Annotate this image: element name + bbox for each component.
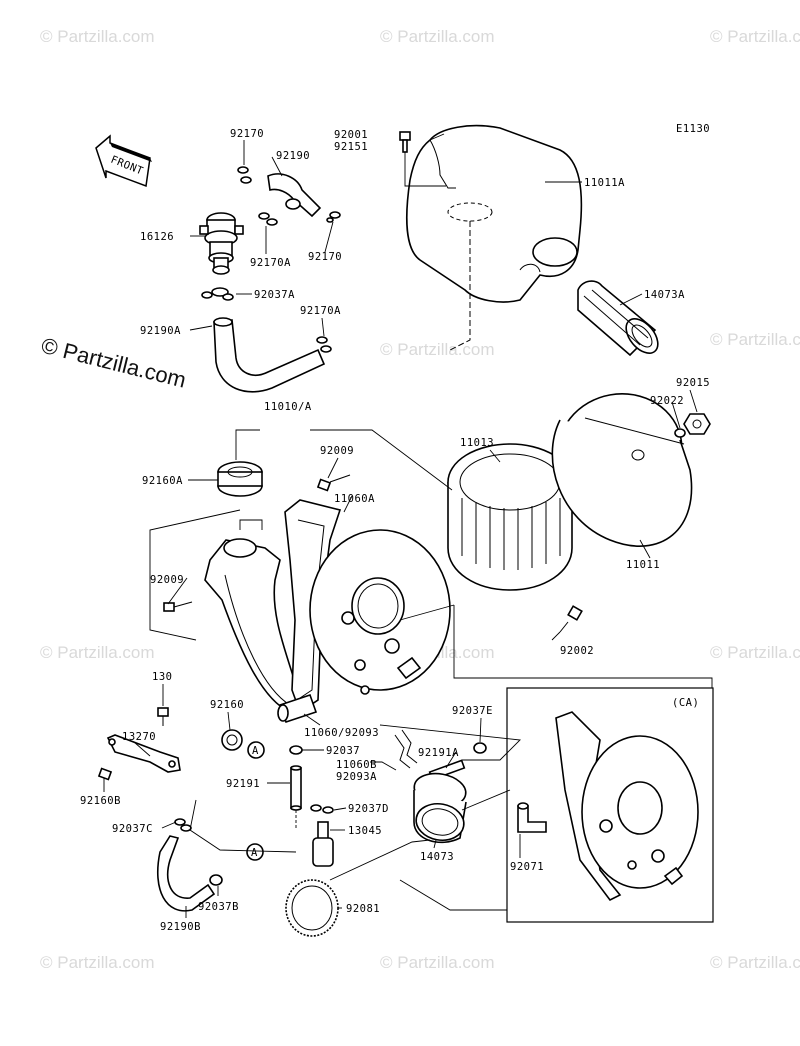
front-arrow-icon: FRONT bbox=[95, 134, 152, 188]
label-92191A: 92191A bbox=[418, 747, 459, 759]
label-92190: 92190 bbox=[276, 150, 310, 162]
label-92191: 92191 bbox=[226, 778, 260, 790]
watermark-11: © Partzilla.com bbox=[710, 953, 800, 972]
clamp-92081 bbox=[285, 879, 339, 937]
valve-16126 bbox=[199, 212, 244, 275]
watermark-4: © Partzilla.com bbox=[380, 340, 495, 359]
duct-14073A bbox=[577, 280, 659, 357]
label-14073A: 14073A bbox=[644, 289, 685, 301]
label-11010A: 11010/A bbox=[264, 401, 312, 413]
watermark-6: © Partzilla.com bbox=[40, 643, 155, 662]
label-11060-92093: 11060/92093 bbox=[304, 727, 379, 739]
label-92037B: 92037B bbox=[198, 901, 239, 913]
label-92071: 92071 bbox=[510, 861, 544, 873]
watermark-1: © Partzilla.com bbox=[40, 27, 155, 46]
bolt-92002 bbox=[559, 605, 583, 633]
label-92022: 92022 bbox=[650, 395, 684, 407]
label-11013: 11013 bbox=[460, 437, 494, 449]
label-11060A: 11060A bbox=[334, 493, 375, 505]
filter-11013 bbox=[447, 443, 573, 591]
label-14073: 14073 bbox=[420, 851, 454, 863]
watermark-10: © Partzilla.com bbox=[380, 953, 495, 972]
label-92037A: 92037A bbox=[254, 289, 295, 301]
label-92037C: 92037C bbox=[112, 823, 153, 835]
cover-11011 bbox=[551, 393, 711, 547]
label-11011A: 11011A bbox=[584, 177, 625, 189]
callout-a-1-label: A bbox=[252, 745, 259, 757]
bracket-13270 bbox=[97, 707, 181, 781]
label-16126: 16126 bbox=[140, 231, 174, 243]
label-92002: 92002 bbox=[560, 645, 594, 657]
label-11060B: 11060B bbox=[336, 759, 377, 771]
duct-14073 bbox=[413, 772, 467, 844]
label-92170A: 92170A bbox=[300, 305, 341, 317]
hose-92190B bbox=[156, 818, 223, 912]
diagram-code: E1130 bbox=[676, 123, 710, 135]
bolt-92009-top bbox=[316, 474, 351, 492]
watermark-9: © Partzilla.com bbox=[40, 953, 155, 972]
grommet-92160 bbox=[221, 729, 243, 751]
label-92170-right: 92170 bbox=[308, 251, 342, 263]
label-13045: 13045 bbox=[348, 825, 382, 837]
label-92015: 92015 bbox=[676, 377, 710, 389]
label-11011: 11011 bbox=[626, 559, 660, 571]
label-92009-top: 92009 bbox=[320, 445, 354, 457]
label-13270: 13270 bbox=[122, 731, 156, 743]
label-92190A: 92190A bbox=[140, 325, 181, 337]
grommet-92160A bbox=[217, 461, 263, 497]
callout-a-2-label: A bbox=[251, 847, 258, 859]
callout-a-2: A bbox=[246, 843, 264, 861]
label-92151: 92151 bbox=[334, 141, 368, 153]
breather-valve-group bbox=[199, 166, 341, 393]
callout-a-1: A bbox=[247, 741, 265, 759]
label-92009-left: 92009 bbox=[150, 574, 184, 586]
label-92081: 92081 bbox=[346, 903, 380, 915]
pipe-92191 bbox=[289, 745, 303, 811]
label-92190B: 92190B bbox=[160, 921, 201, 933]
label-92160A: 92160A bbox=[142, 475, 183, 487]
label-92001: 92001 bbox=[334, 129, 368, 141]
label-92037: 92037 bbox=[326, 745, 360, 757]
watermark-8: © Partzilla.com bbox=[710, 643, 800, 662]
label-130: 130 bbox=[152, 671, 172, 683]
label-92160B: 92160B bbox=[80, 795, 121, 807]
label-92170A-top: 92170A bbox=[250, 257, 291, 269]
leader-lines bbox=[103, 133, 713, 918]
cover-11011A bbox=[399, 124, 583, 351]
rod-11060B bbox=[394, 729, 418, 769]
watermark-3: © Partzilla.com bbox=[710, 27, 800, 46]
inset-label: (CA) bbox=[672, 697, 699, 709]
part-labels: 92170 92190 16126 92170A 92170 92037A 92… bbox=[80, 128, 710, 933]
housing-11010A bbox=[204, 499, 451, 724]
watermark-2: © Partzilla.com bbox=[380, 27, 495, 46]
watermark-5: © Partzilla.com bbox=[710, 330, 800, 349]
label-92160: 92160 bbox=[210, 699, 244, 711]
copyright-text: © Partzilla.com bbox=[39, 333, 189, 393]
label-92037E: 92037E bbox=[452, 705, 493, 717]
label-92093A: 92093A bbox=[336, 771, 377, 783]
label-92037D: 92037D bbox=[348, 803, 389, 815]
label-92170-top: 92170 bbox=[230, 128, 264, 140]
plug-13045 bbox=[310, 804, 334, 867]
inset-ca: (CA) bbox=[506, 687, 714, 923]
